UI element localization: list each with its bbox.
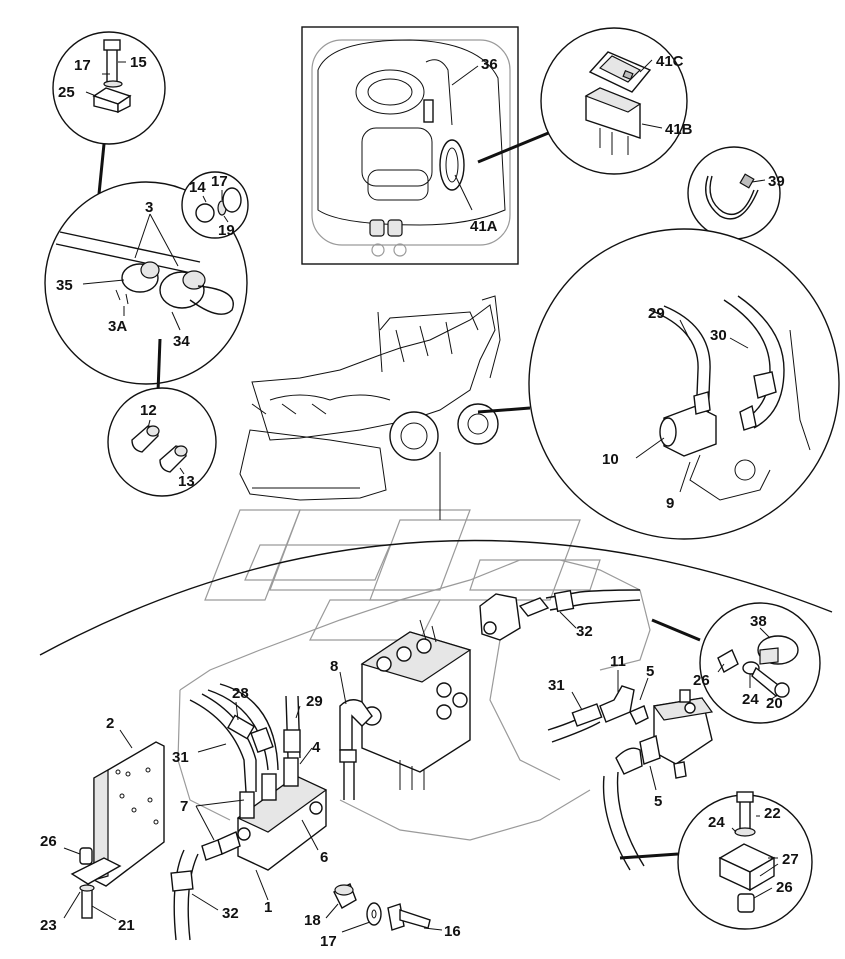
label-41B: 41B <box>665 121 693 138</box>
clamp-detail-right <box>699 602 821 724</box>
label-12: 12 <box>140 402 157 419</box>
mounting-bracket <box>70 741 165 919</box>
label-22: 22 <box>764 805 781 822</box>
label-41C: 41C <box>656 53 684 70</box>
cable-tie-detail <box>687 146 781 240</box>
lower-assembly-ghost <box>177 559 651 841</box>
elbow-fitting-8 <box>339 699 373 800</box>
hose-32-top <box>479 589 641 641</box>
label-19: 19 <box>218 222 235 239</box>
watermark-logo <box>204 509 601 641</box>
label-26-left: 26 <box>40 833 57 850</box>
control-valve-block <box>360 619 472 790</box>
label-31-left: 31 <box>172 749 189 766</box>
label-29-detail: 29 <box>648 305 665 322</box>
label-26-right: 26 <box>693 672 710 689</box>
label-17-plug: 17 <box>211 173 228 190</box>
label-13: 13 <box>178 473 195 490</box>
hoses-28-29-31 <box>170 683 301 941</box>
label-17-top: 17 <box>74 57 91 74</box>
right-fittings <box>547 685 714 871</box>
coupler-caps-detail <box>107 387 217 497</box>
label-7: 7 <box>180 798 188 815</box>
label-1: 1 <box>264 899 272 916</box>
label-17-bottom: 17 <box>320 933 337 950</box>
label-16: 16 <box>444 923 461 940</box>
label-27: 27 <box>782 851 799 868</box>
cab-inset <box>301 26 519 265</box>
label-9: 9 <box>666 495 674 512</box>
label-3A: 3A <box>108 318 127 335</box>
label-20: 20 <box>766 695 783 712</box>
clamp-detail-bottom-right <box>677 791 813 930</box>
label-8: 8 <box>330 658 338 675</box>
label-29-lower: 29 <box>306 693 323 710</box>
label-31-right: 31 <box>548 677 565 694</box>
backhoe-loader-illustration <box>239 295 501 501</box>
detail-boundary-arc <box>39 539 833 656</box>
label-5-bottom: 5 <box>654 793 662 810</box>
label-30: 30 <box>710 327 727 344</box>
label-38: 38 <box>750 613 767 630</box>
label-10: 10 <box>602 451 619 468</box>
switch-detail <box>540 27 688 175</box>
label-28: 28 <box>232 685 249 702</box>
label-41A: 41A <box>470 218 498 235</box>
diverter-manifold <box>201 757 328 871</box>
label-36: 36 <box>481 56 498 73</box>
clamp-detail-top <box>52 31 166 145</box>
label-11: 11 <box>610 653 626 670</box>
label-24-right: 24 <box>742 691 759 708</box>
label-14: 14 <box>189 179 206 196</box>
label-23: 23 <box>40 917 57 934</box>
pedal-icon <box>369 219 407 257</box>
label-32-top: 32 <box>576 623 593 640</box>
label-21: 21 <box>118 917 135 934</box>
label-3: 3 <box>145 199 153 216</box>
label-35: 35 <box>56 277 73 294</box>
label-4: 4 <box>312 739 321 756</box>
label-32-lower: 32 <box>222 905 239 922</box>
label-2: 2 <box>106 715 114 732</box>
label-5-top: 5 <box>646 663 654 680</box>
label-26-bottom: 26 <box>776 879 793 896</box>
label-25: 25 <box>58 84 75 101</box>
plug-detail <box>181 171 249 239</box>
label-15: 15 <box>130 54 147 71</box>
bolt-washer-spacer <box>333 883 431 931</box>
label-24-bottom: 24 <box>708 814 725 831</box>
label-39: 39 <box>768 173 785 190</box>
valve-hose-detail <box>528 228 840 540</box>
label-6: 6 <box>320 849 328 866</box>
label-34: 34 <box>173 333 190 350</box>
label-18: 18 <box>304 912 321 929</box>
